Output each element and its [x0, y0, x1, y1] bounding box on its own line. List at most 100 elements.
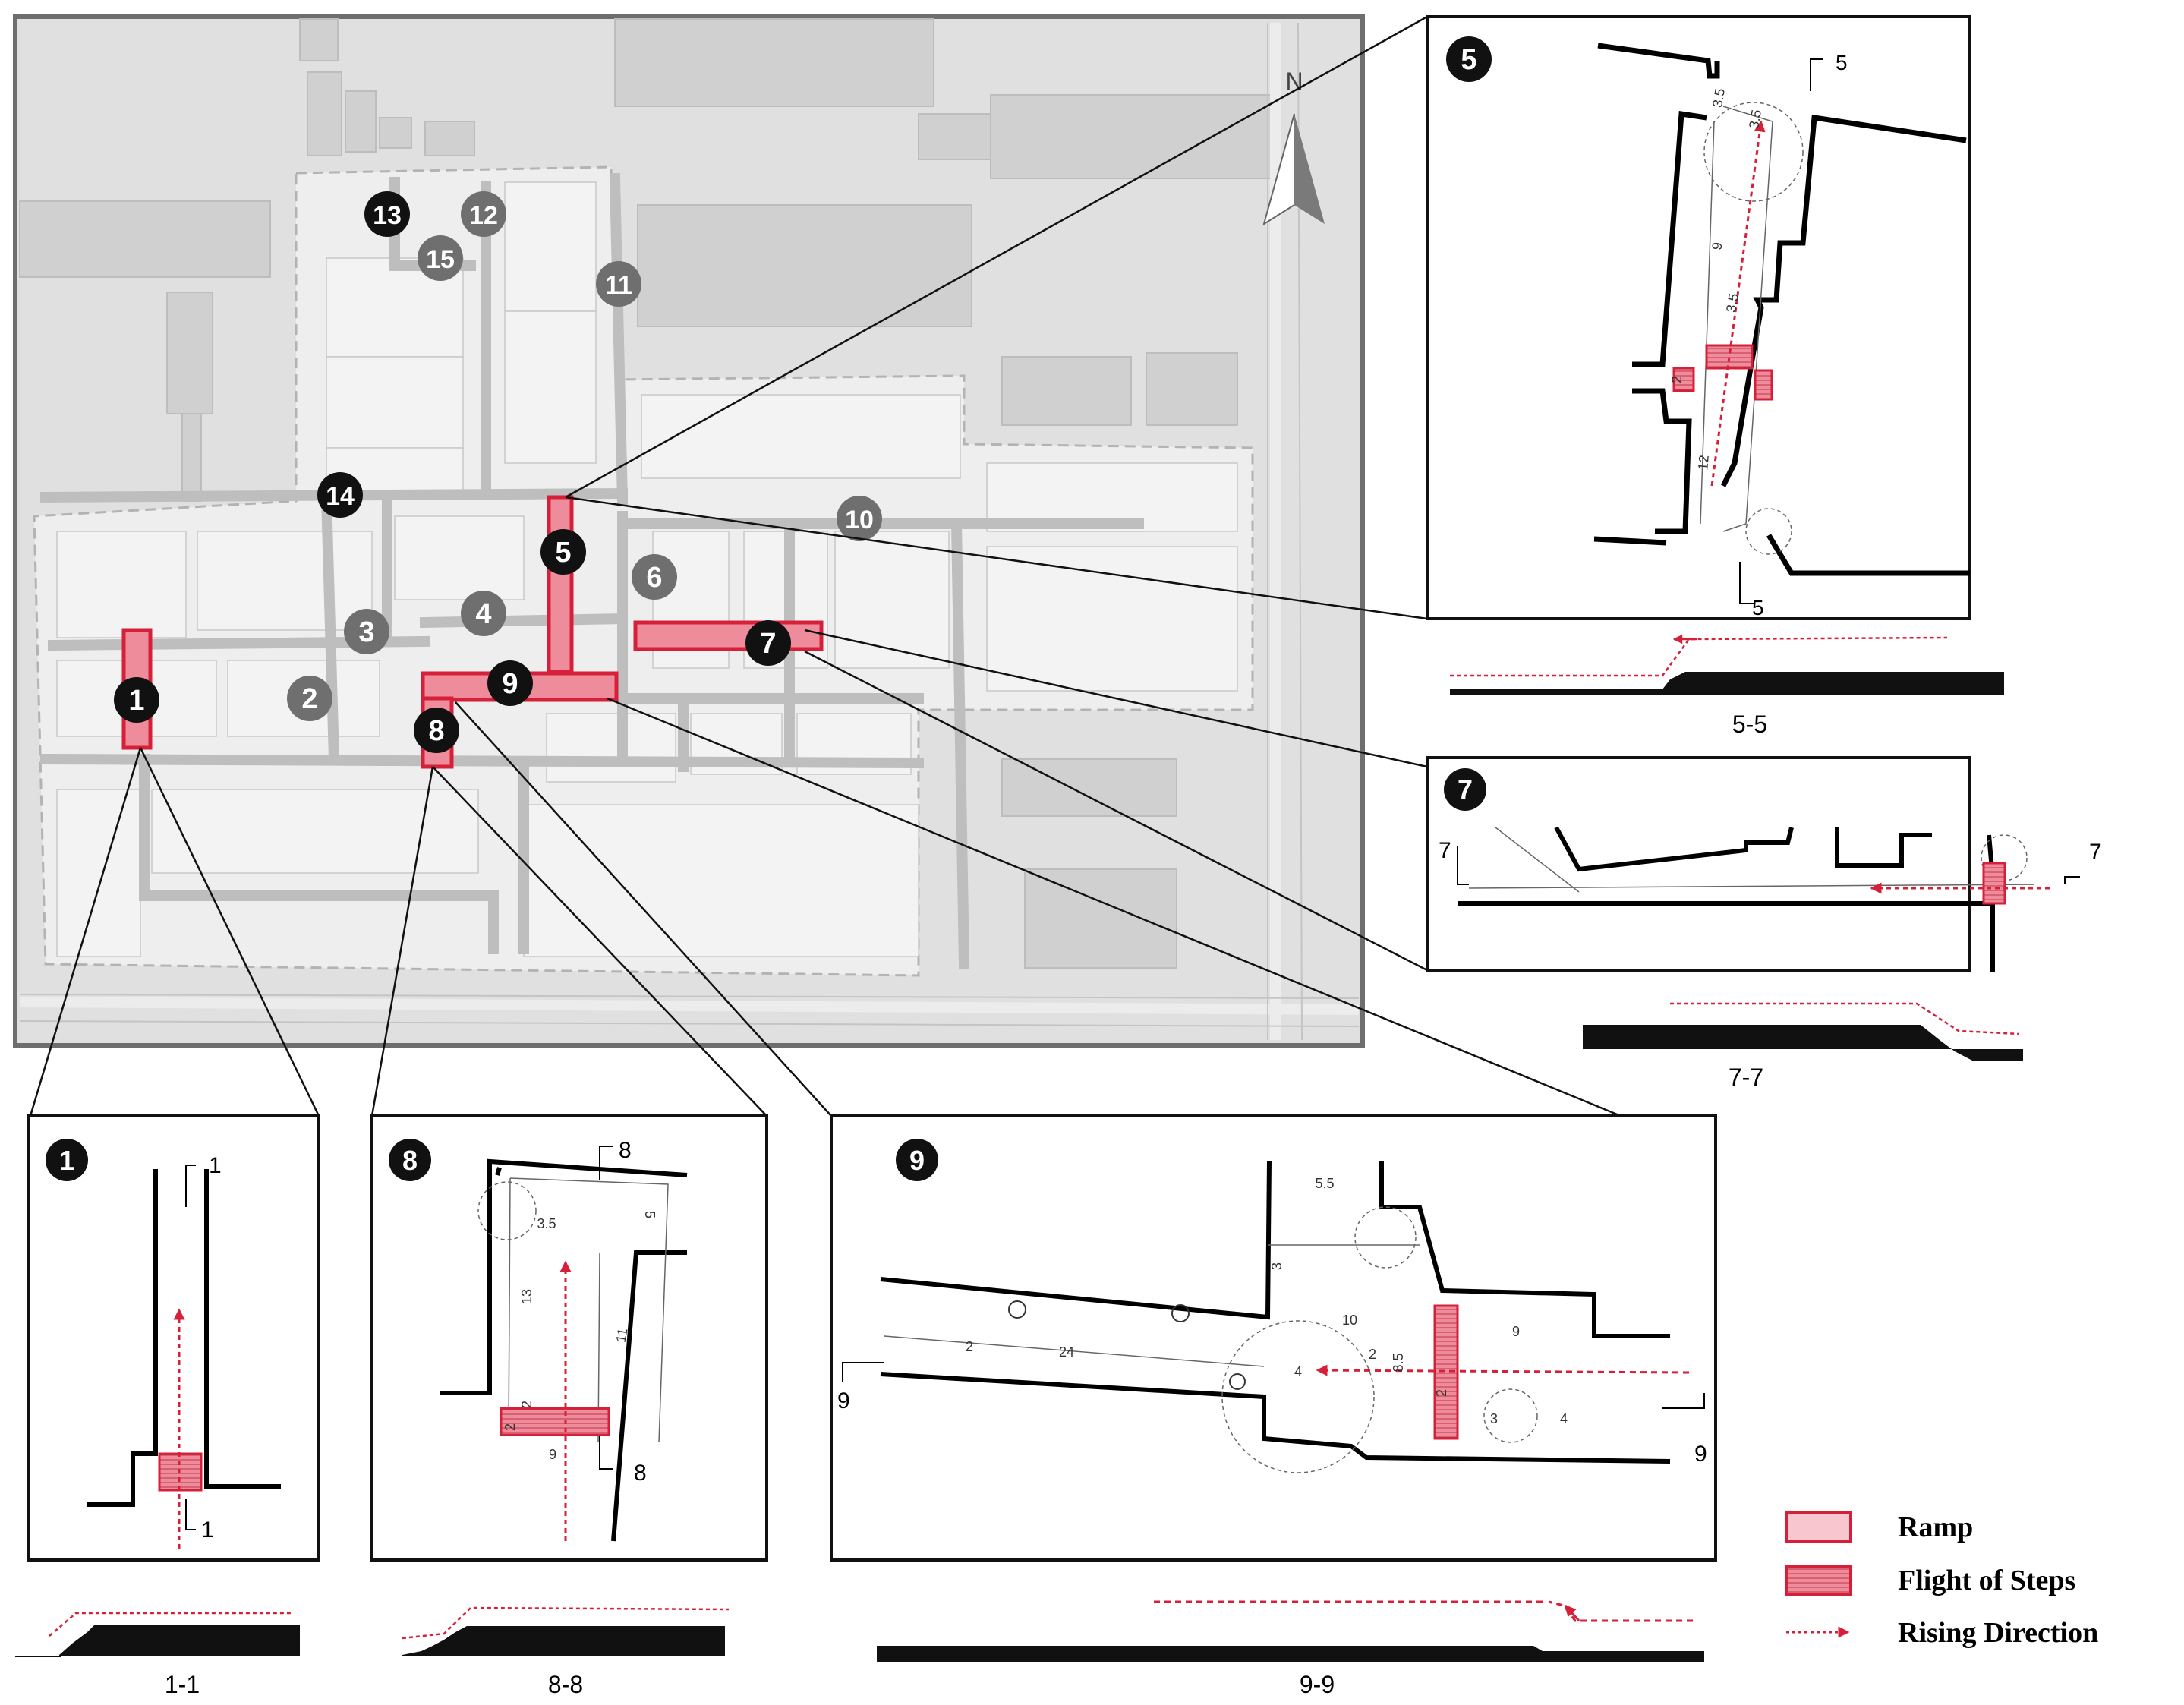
section-9-9-title: 9-9: [1300, 1671, 1335, 1698]
marker-label: 12: [469, 201, 498, 230]
dimension-label: 3.5: [537, 1216, 556, 1231]
marker-circle: [596, 261, 641, 307]
map-marker-1: 1: [114, 677, 159, 723]
dimension-label: 2: [519, 1401, 534, 1408]
marker-circle: [745, 620, 791, 666]
marker-circle: [837, 496, 882, 541]
dimension-label: 3: [1490, 1411, 1498, 1426]
section-5-5-title: 5-5: [1732, 711, 1767, 738]
marker-circle: [461, 591, 506, 636]
dimension-label: 2: [1669, 376, 1684, 383]
detail-7-cut-right: 7: [2089, 840, 2102, 865]
marker-label: 11: [605, 271, 632, 300]
dimension-label: 11: [613, 1327, 631, 1344]
map-marker-7: 7: [745, 620, 791, 666]
detail-panel-9: 9 9 9 5.5 3 10 9 2 24 4 2 8.5 2 3 4: [830, 1114, 1717, 1562]
dimension-label: 24: [1059, 1344, 1074, 1360]
detail-panel-7: 7 7 7: [1426, 756, 2102, 972]
marker-circle: [461, 191, 506, 237]
dimension-label: 3.5: [1723, 292, 1741, 314]
section-9-9: 9-9: [877, 1600, 1704, 1698]
dimension-label: 9: [1709, 241, 1725, 251]
detail-9-number: 9: [909, 1145, 925, 1176]
dimension-label: 12: [1695, 455, 1712, 471]
marker-label: 1: [128, 685, 144, 717]
legend-ramp-label: Ramp: [1898, 1511, 1973, 1543]
map-marker-9: 9: [487, 660, 533, 706]
dimension-label: 2: [1434, 1389, 1449, 1397]
detail-5-dimensions: 3.5 3.5 9 3.5 2 12: [1669, 87, 1764, 471]
dimension-label: 9: [1512, 1324, 1520, 1339]
dimension-label: 9: [549, 1447, 556, 1462]
dimension-label: 3: [1269, 1262, 1284, 1270]
dimension-label: 4: [1560, 1411, 1568, 1426]
marker-circle: [540, 529, 586, 575]
map-marker-3: 3: [344, 609, 389, 654]
marker-label: 9: [502, 668, 518, 700]
dimension-label: 8.5: [1391, 1353, 1406, 1372]
surrounding-buildings: [19, 18, 1272, 969]
marker-circle: [418, 235, 463, 281]
dimension-label: 2: [503, 1423, 518, 1431]
legend-steps-swatch: [1785, 1565, 1852, 1596]
section-7-7-title: 7-7: [1729, 1064, 1763, 1091]
map-marker-5: 5: [540, 529, 586, 575]
section-5-5: 5-5: [1450, 634, 2004, 738]
detail-9-cut-right: 9: [1694, 1442, 1707, 1467]
internal-buildings: [56, 181, 1238, 957]
detail-5-cut-top: 5: [1836, 51, 1848, 74]
section-1-1: 1-1: [15, 1612, 300, 1698]
section-7-7: 7-7: [1583, 1002, 2023, 1091]
map-marker-2: 2: [287, 676, 332, 721]
section-1-1-title: 1-1: [165, 1671, 200, 1698]
map-marker-13: 13: [364, 191, 410, 237]
detail-7-cut-left: 7: [1439, 838, 1451, 863]
marker-label: 13: [373, 201, 402, 230]
detail-8-number: 8: [402, 1145, 418, 1176]
marker-label: 5: [555, 537, 571, 569]
detail-9-dimensions: 5.5 3 10 9 2 24 4 2 8.5 2 3 4: [966, 1176, 1568, 1426]
map-marker-10: 10: [837, 496, 882, 541]
dimension-label: 2: [1369, 1347, 1376, 1362]
map-marker-15: 15: [418, 235, 463, 281]
dimension-label: 13: [519, 1289, 534, 1304]
marker-circle: [364, 191, 410, 237]
leader-lines: [29, 15, 1621, 1117]
map-marker-12: 12: [461, 191, 506, 237]
detail-panel-1: 1 1 1: [27, 1114, 320, 1562]
marker-circle: [344, 609, 389, 654]
marker-label: 7: [760, 628, 776, 660]
detail-5-cut-bottom: 5: [1752, 596, 1764, 619]
marker-label: 3: [358, 616, 374, 648]
map-marker-11: 11: [596, 261, 641, 307]
map-marker-6: 6: [632, 554, 677, 600]
detail-9-cut-left: 9: [837, 1388, 850, 1413]
dimension-label: 4: [1294, 1364, 1302, 1379]
detail-8-cut-top: 8: [619, 1138, 632, 1163]
marker-label: 14: [326, 482, 355, 511]
legend: Ramp Flight of Steps Rising Direction: [1785, 1511, 2098, 1649]
marker-circle: [414, 708, 459, 753]
marker-circle: [487, 660, 533, 706]
marker-label: 10: [845, 506, 874, 534]
marker-circle: [287, 676, 332, 721]
dimension-label: 2: [966, 1339, 973, 1354]
map-marker-14: 14: [317, 472, 363, 518]
detail-panel-5: 5 5 5 3.5 3.5 9 3.5 2 12: [1426, 15, 1971, 620]
dimension-label: 3.5: [1710, 87, 1728, 109]
marker-circle: [114, 677, 159, 723]
section-8-8: 8-8: [402, 1606, 730, 1698]
dimension-label: 10: [1342, 1313, 1357, 1328]
dimension-label: 3.5: [1746, 109, 1764, 130]
detail-5-number: 5: [1461, 44, 1476, 76]
detail-1-number: 1: [59, 1145, 74, 1176]
detail-7-number: 7: [1458, 774, 1473, 805]
dimension-label: 5.5: [1315, 1176, 1334, 1191]
marker-label: 15: [426, 245, 455, 274]
map-marker-8: 8: [414, 708, 459, 753]
section-8-8-title: 8-8: [548, 1671, 583, 1698]
